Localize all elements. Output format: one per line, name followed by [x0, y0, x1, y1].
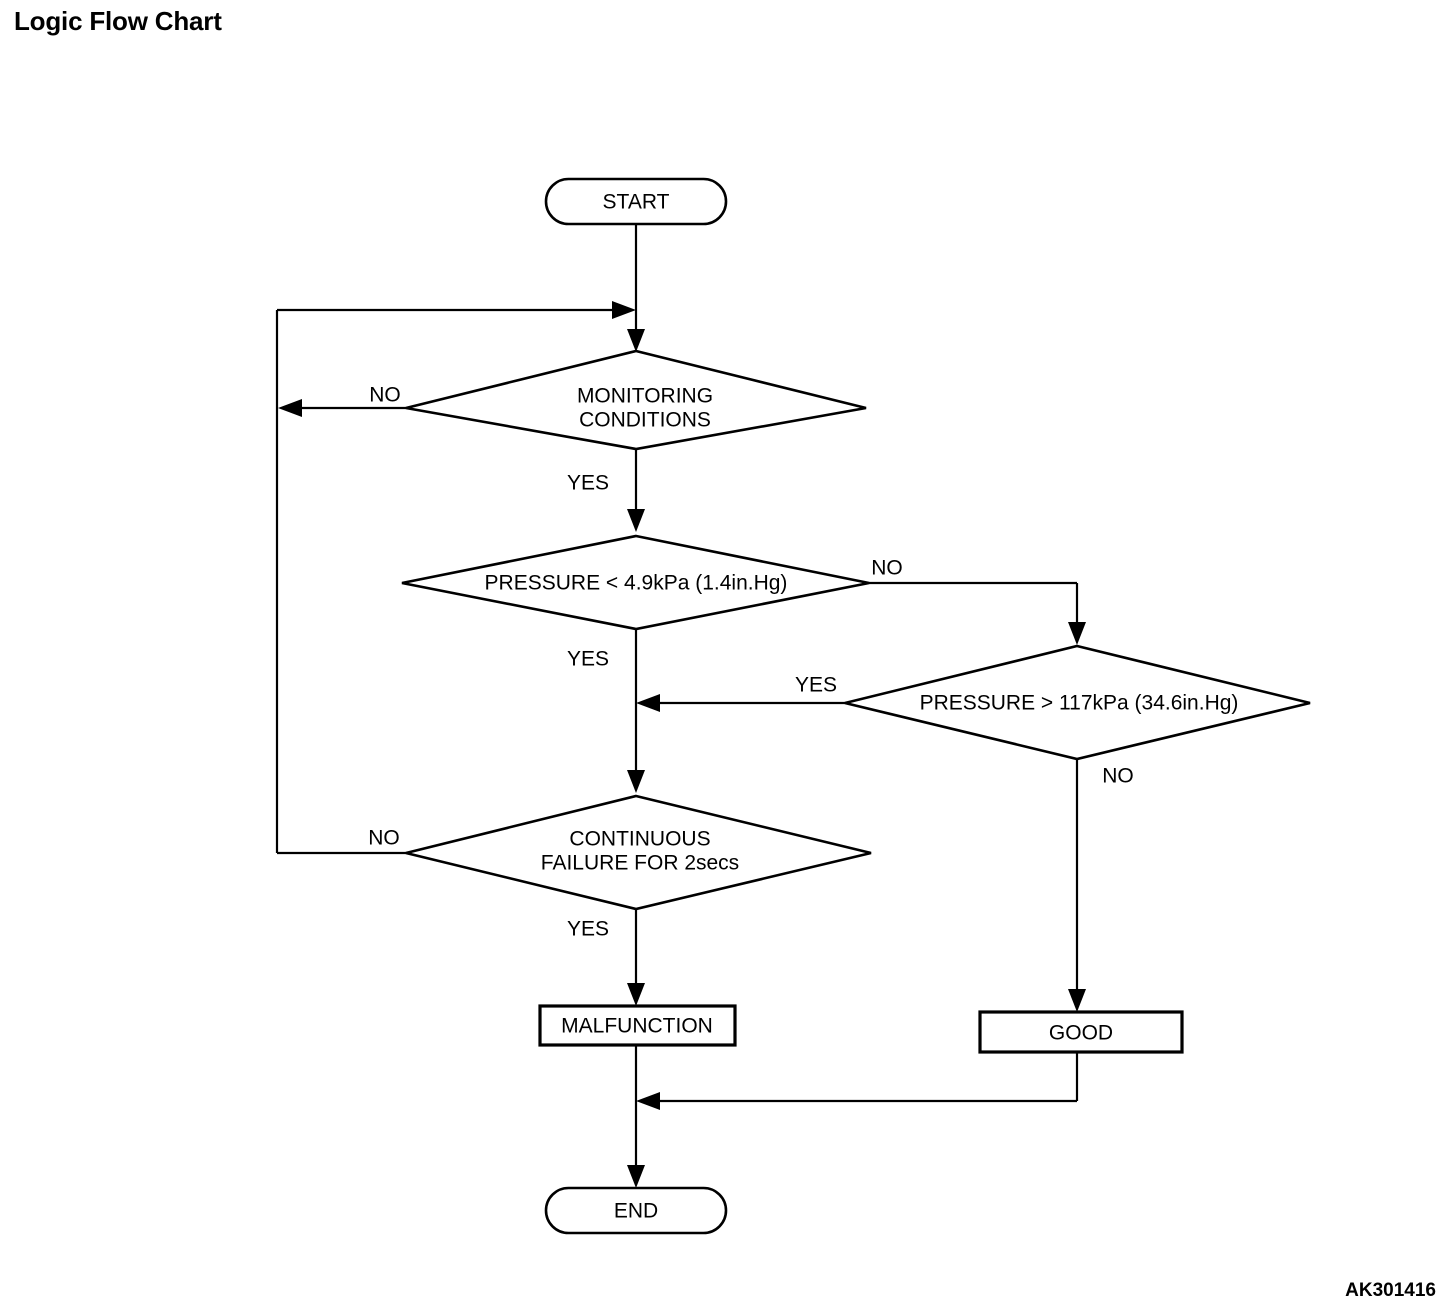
node-pressure-low[interactable]: PRESSURE < 4.9kPa (1.4in.Hg): [401, 534, 870, 631]
node-monitoring-label-line2: CONDITIONS: [579, 409, 711, 432]
node-end[interactable]: END: [544, 1186, 728, 1235]
connector-monitoring-yes: [627, 450, 645, 532]
connector-continuous-yes: [627, 910, 645, 1006]
edge-label-pressure-low-yes: YES: [567, 648, 609, 671]
node-monitoring-conditions[interactable]: MONITORING CONDITIONS: [405, 349, 867, 451]
node-good[interactable]: GOOD: [978, 1010, 1184, 1054]
edge-label-continuous-yes: YES: [567, 918, 609, 941]
edge-label-pressure-high-no: NO: [1102, 765, 1134, 788]
node-malfunction-label: MALFUNCTION: [561, 1015, 713, 1038]
edge-label-monitoring-no: NO: [369, 384, 401, 407]
node-continuous-label-line2: FAILURE FOR 2secs: [541, 852, 739, 875]
connector-pressure-high-yes: [636, 694, 845, 712]
connector-pressure-high-no: [1068, 760, 1086, 1012]
edge-label-pressure-high-yes: YES: [795, 674, 837, 697]
page-title: Logic Flow Chart: [14, 6, 222, 36]
node-malfunction[interactable]: MALFUNCTION: [538, 1004, 737, 1047]
node-pressure-high-label: PRESSURE > 117kPa (34.6in.Hg): [920, 692, 1239, 715]
node-start-label: START: [603, 191, 670, 214]
node-pressure-low-label: PRESSURE < 4.9kPa (1.4in.Hg): [485, 572, 788, 595]
node-continuous-failure[interactable]: CONTINUOUS FAILURE FOR 2secs: [405, 794, 872, 911]
connector-pressure-low-no: [869, 581, 1086, 645]
node-pressure-high[interactable]: PRESSURE > 117kPa (34.6in.Hg): [844, 644, 1311, 761]
connector-malfunction-to-end: [627, 1045, 645, 1188]
edge-label-pressure-low-no: NO: [871, 557, 903, 580]
node-start[interactable]: START: [544, 177, 728, 226]
connector-good-to-end: [636, 1052, 1079, 1110]
connector-start-to-monitoring: [627, 223, 645, 352]
node-good-label: GOOD: [1049, 1022, 1113, 1045]
edge-label-monitoring-yes: YES: [567, 472, 609, 495]
connector-monitoring-no: [278, 399, 406, 417]
reference-code: AK301416: [1345, 1280, 1436, 1301]
connector-feedback-loop-rail: [275, 301, 636, 853]
node-continuous-label-line1: CONTINUOUS: [569, 828, 710, 851]
node-end-label: END: [614, 1200, 658, 1223]
connector-pressure-low-yes: [627, 630, 645, 793]
node-monitoring-label-line1: MONITORING: [577, 385, 713, 408]
edge-label-continuous-no: NO: [368, 827, 400, 850]
